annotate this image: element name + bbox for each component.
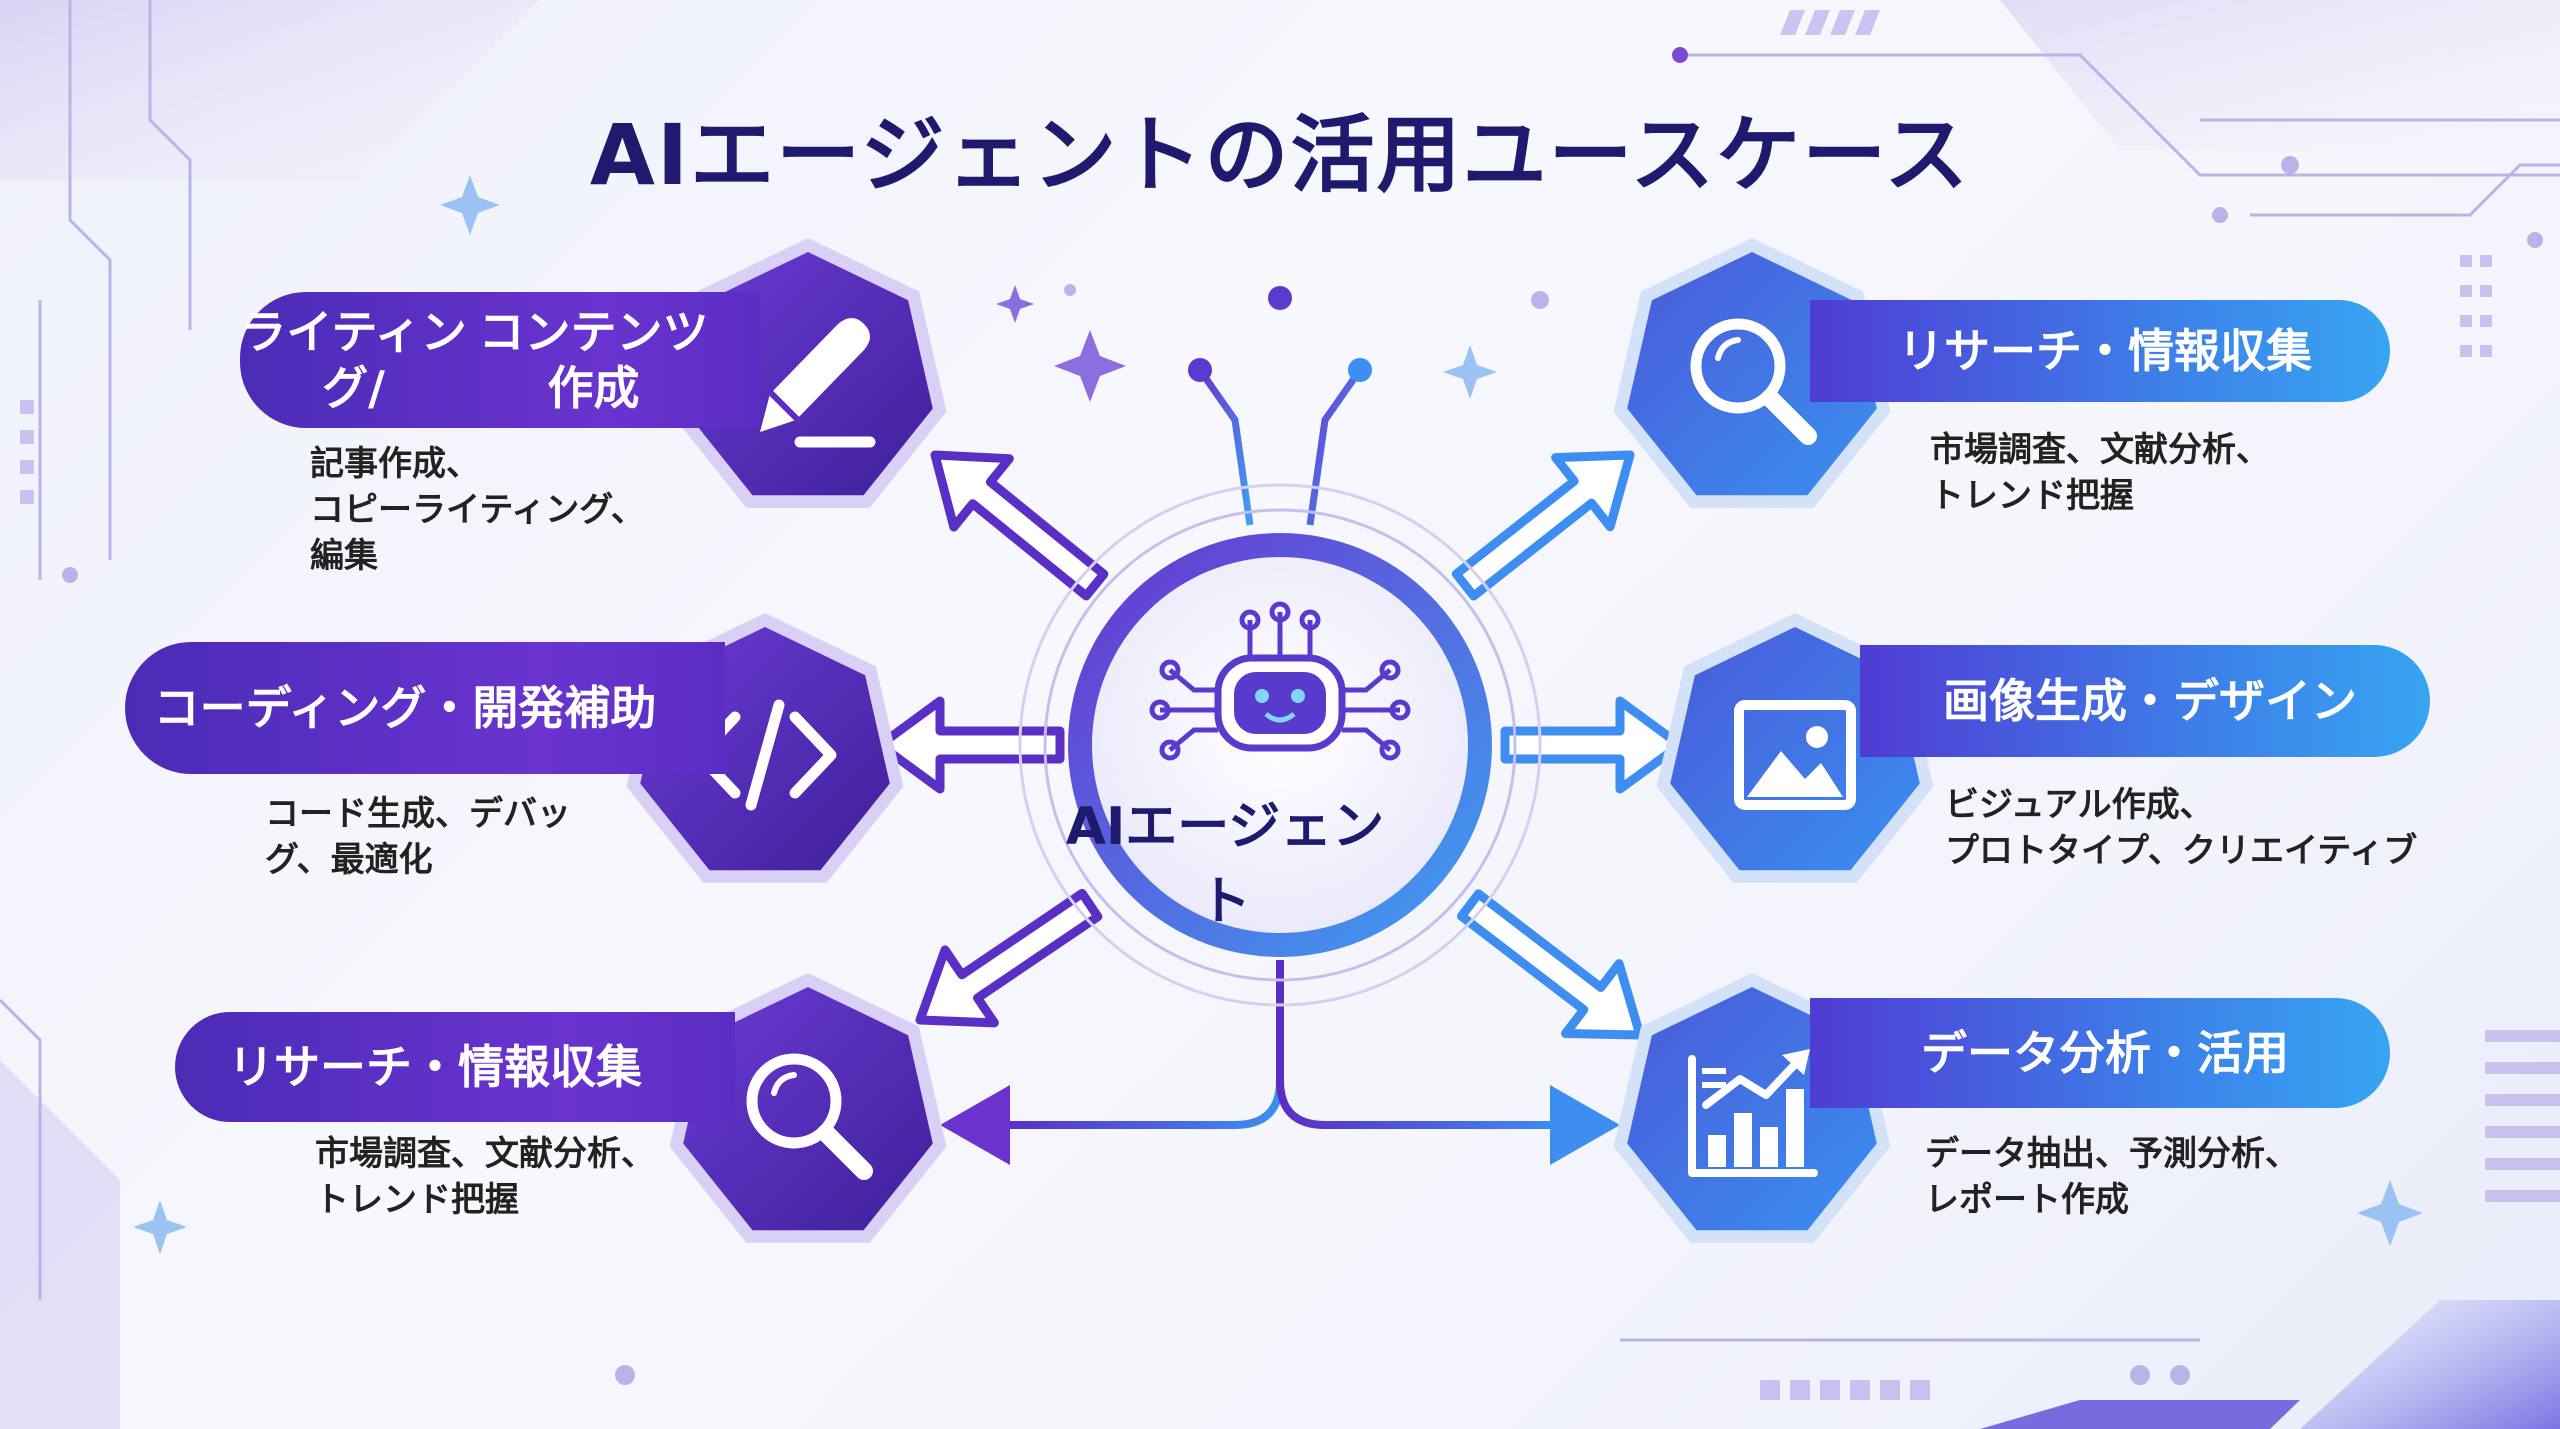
use-case-description-line: データ抽出、予測分析、 [1925, 1134, 2299, 1174]
hub-label: AIエージェント [1065, 797, 1385, 932]
use-case-description-6: データ抽出、予測分析、レポート作成 [1925, 1132, 2299, 1224]
use-case-description-1: 記事作成、コピーライティング、編集 [310, 442, 645, 580]
use-case-title-line: 画像生成・デザイン [1943, 673, 2357, 728]
robot-icon [1149, 601, 1411, 761]
use-case-description-line: レポート作成 [1925, 1179, 2129, 1220]
use-case-title-2: コーディング・開発補助 [125, 642, 725, 774]
pen-icon [760, 318, 876, 448]
bottom-arrowheads [940, 1085, 1620, 1165]
use-case-description-4: 市場調査、文献分析、トレンド把握 [1930, 428, 2270, 520]
image-icon [1734, 700, 1856, 810]
use-case-title-1: ライティング/コンテンツ作成 [240, 292, 760, 428]
use-case-description-line: ビジュアル作成、 [1945, 785, 2214, 825]
arrow-6 [1456, 889, 1645, 1040]
use-case-description-line: グ、最適化 [265, 839, 433, 880]
use-case-title-line: コーディング・開発 [153, 680, 565, 735]
use-case-description-line: 市場調査、文献分析、 [315, 1134, 655, 1174]
use-case-title-line: 補助 [564, 680, 657, 735]
bottom-branch [1000, 960, 1560, 1129]
use-case-title-3: リサーチ・情報収集 [175, 1012, 735, 1122]
use-case-description-line: コード生成、デバッ [265, 794, 571, 834]
use-case-title-4: リサーチ・情報収集 [1810, 300, 2390, 402]
arrow-3 [915, 888, 1103, 1028]
use-case-description-line: トレンド把握 [1930, 475, 2134, 516]
use-case-title-line: リサーチ・情報収集 [228, 1039, 642, 1094]
use-case-description-3: 市場調査、文献分析、トレンド把握 [315, 1132, 655, 1224]
antenna-circuit [1197, 300, 1363, 526]
search-icon [746, 1053, 873, 1180]
use-case-description-line: 記事作成、 [310, 444, 480, 484]
search-icon [1690, 318, 1817, 445]
page-title: AIエージェントの活用ユースケース [589, 106, 1971, 204]
use-case-description-line: 編集 [310, 535, 378, 576]
use-case-title-line: コンテンツ作成 [478, 304, 709, 415]
use-case-description-line: トレンド把握 [315, 1179, 519, 1220]
use-case-description-5: ビジュアル作成、プロトタイプ、クリエイティブ [1945, 783, 2417, 875]
use-case-title-6: データ分析・活用 [1810, 998, 2390, 1108]
use-case-title-5: 画像生成・デザイン [1860, 645, 2430, 757]
use-case-description-2: コード生成、デバッグ、最適化 [265, 792, 571, 884]
use-case-description-line: 市場調査、文献分析、 [1930, 430, 2270, 470]
use-case-description-line: コピーライティング、 [310, 489, 645, 530]
arrow-1 [930, 450, 1109, 601]
use-case-title-line: データ分析・活用 [1921, 1025, 2289, 1080]
bar-chart-icon [1688, 1049, 1818, 1177]
arrow-4 [1451, 450, 1635, 601]
use-case-description-line: プロトタイプ、クリエイティブ [1945, 830, 2418, 871]
arrow-2 [875, 696, 1065, 794]
use-case-title-line: リサーチ・情報収集 [1898, 323, 2312, 378]
hex-badge-3 [669, 973, 947, 1243]
use-case-title-line: ライティング/ [240, 304, 467, 415]
arrow-5 [1500, 696, 1685, 794]
